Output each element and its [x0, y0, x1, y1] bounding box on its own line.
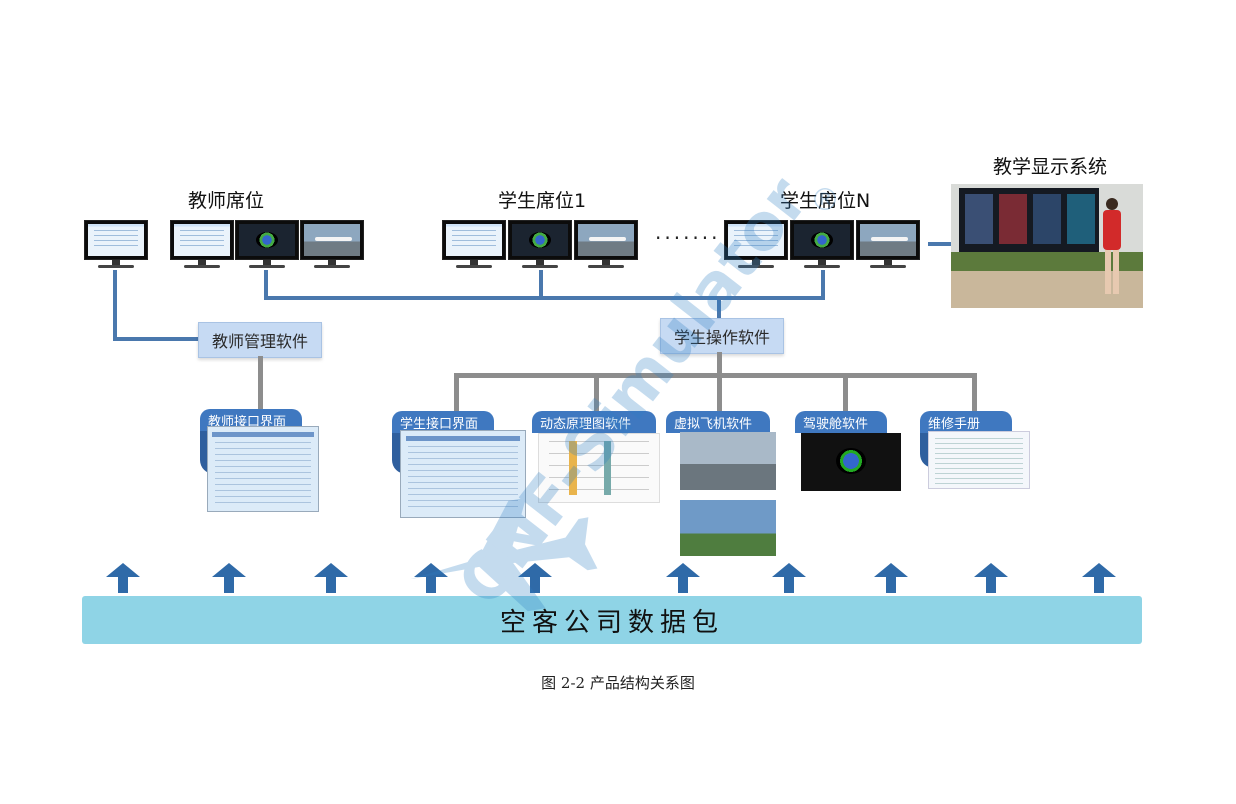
- module-label: 驾驶舱软件: [795, 411, 887, 433]
- airbus-data-package: 空客公司数据包: [82, 596, 1142, 644]
- bus-to-student-software: [717, 296, 721, 318]
- student-operation-software: 学生操作软件: [660, 318, 784, 354]
- monitor-icon: [170, 220, 234, 270]
- module-drop: [843, 373, 848, 411]
- student-seat-1-title: 学生席位1: [498, 190, 587, 212]
- up-arrow-icon: [106, 563, 140, 593]
- monitor-icon: [724, 220, 788, 270]
- teacher-seat-title: 教师席位: [188, 190, 265, 212]
- module-drop: [594, 373, 599, 411]
- teacher-link-horizontal: [113, 337, 199, 341]
- bus-drop-teacher: [264, 270, 268, 300]
- module-label: 动态原理图软件: [532, 411, 656, 433]
- display-connector: [928, 242, 952, 246]
- monitor-icon: [790, 220, 854, 270]
- up-arrow-icon: [772, 563, 806, 593]
- monitor-icon: [235, 220, 299, 270]
- ellipsis: ·······: [655, 226, 721, 250]
- up-arrow-icon: [974, 563, 1008, 593]
- module-label: 学生接口界面: [392, 411, 494, 433]
- bus-drop-student1: [539, 270, 543, 300]
- student-software-drop: [717, 352, 722, 376]
- module-bus: [454, 373, 976, 378]
- teacher-software-connector: [258, 356, 263, 410]
- monitor-icon: [84, 220, 148, 270]
- up-arrow-icon: [1082, 563, 1116, 593]
- teaching-display-photo: [951, 184, 1143, 308]
- module-label: 教师接口界面: [200, 409, 302, 431]
- monitor-icon: [442, 220, 506, 270]
- figure-caption: 图 2-2 产品结构关系图: [541, 674, 695, 692]
- up-arrow-icon: [874, 563, 908, 593]
- module-label: 维修手册: [920, 411, 1012, 433]
- module-label: 虚拟飞机软件: [666, 411, 770, 433]
- module-drop: [717, 373, 722, 411]
- module-drop: [972, 373, 977, 411]
- teacher-link-vertical: [113, 270, 117, 340]
- monitor-icon: [300, 220, 364, 270]
- teacher-management-software: 教师管理软件: [198, 322, 322, 358]
- up-arrow-icon: [314, 563, 348, 593]
- teaching-display-title: 教学显示系统: [993, 156, 1108, 178]
- monitor-bus: [264, 296, 825, 300]
- bus-drop-studentn: [821, 270, 825, 300]
- monitor-icon: [508, 220, 572, 270]
- monitor-icon: [856, 220, 920, 270]
- up-arrow-icon: [518, 563, 552, 593]
- up-arrow-icon: [666, 563, 700, 593]
- up-arrow-icon: [212, 563, 246, 593]
- student-seat-n-title: 学生席位N: [780, 190, 871, 212]
- monitor-icon: [574, 220, 638, 270]
- up-arrow-icon: [414, 563, 448, 593]
- module-drop: [454, 373, 459, 411]
